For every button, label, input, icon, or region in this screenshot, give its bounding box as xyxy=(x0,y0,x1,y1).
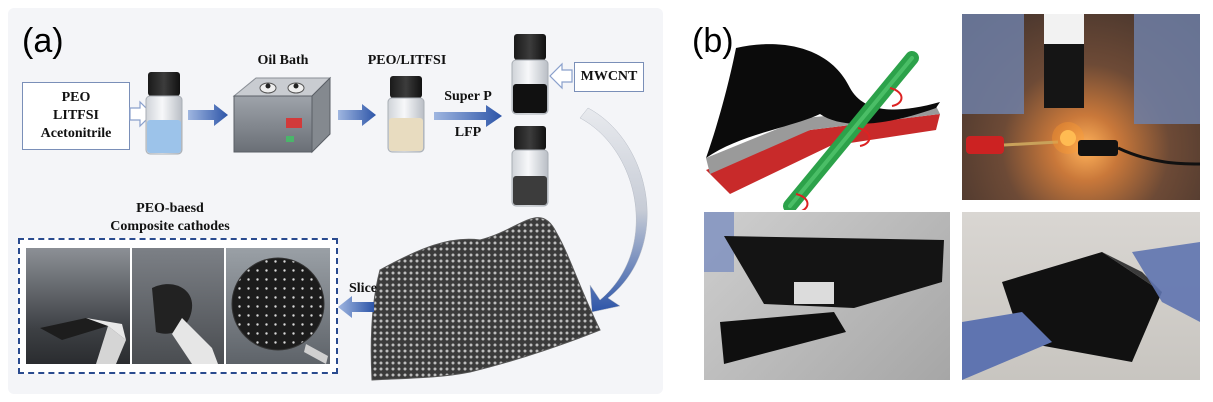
mwcnt-label: MWCNT xyxy=(574,62,644,92)
arrow-3-icon xyxy=(434,105,502,127)
input-litfsi: LITFSI xyxy=(53,108,99,123)
slice-label: Slice xyxy=(349,281,377,296)
folded-film-photo xyxy=(704,212,950,380)
cathode-photos-box xyxy=(18,238,338,374)
super-p-label: Super P xyxy=(444,89,492,104)
peo-litfsi-label: PEO/LITFSI xyxy=(367,53,447,68)
cathode-title-line2: Composite cathodes xyxy=(110,219,230,234)
vial-slurry-icon xyxy=(511,126,549,207)
arrow-2-icon xyxy=(338,104,376,126)
process-flow-diagram xyxy=(129,34,648,381)
cathode-photo-2 xyxy=(132,248,224,364)
vial-solution-icon xyxy=(145,72,183,155)
green-rod-icon xyxy=(783,51,919,210)
oil-bath-icon xyxy=(232,76,332,154)
rotation-arrow-icon xyxy=(795,87,903,210)
oil-bath-label: Oil Bath xyxy=(257,53,309,68)
lfp-label: LFP xyxy=(454,125,482,140)
arrow-1-icon xyxy=(188,104,228,126)
input-acetonitrile: Acetonitrile xyxy=(40,126,112,141)
input-peo: PEO xyxy=(61,90,91,105)
crumpled-film-photo xyxy=(962,212,1200,380)
panel-a-label: (a) xyxy=(22,22,64,60)
input-materials-box: PEO LITFSI Acetonitrile xyxy=(22,82,130,150)
mesh-cathode-sheet-icon xyxy=(370,217,601,381)
vial-peo-litfsi-icon xyxy=(387,76,425,153)
cathode-photo-3 xyxy=(226,248,330,364)
cathode-title-line1: PEO-baesd xyxy=(136,201,204,216)
flexible-electrode-illustration xyxy=(706,44,940,210)
cathode-photo-1 xyxy=(26,248,130,364)
curved-arrow-icon xyxy=(579,107,648,313)
led-demo-photo xyxy=(962,14,1200,200)
panel-b-label: (b) xyxy=(692,22,734,60)
slice-arrow-icon xyxy=(338,296,374,318)
hollow-arrow-2 xyxy=(549,62,573,90)
vial-mwcnt-slurry-icon xyxy=(511,34,549,115)
